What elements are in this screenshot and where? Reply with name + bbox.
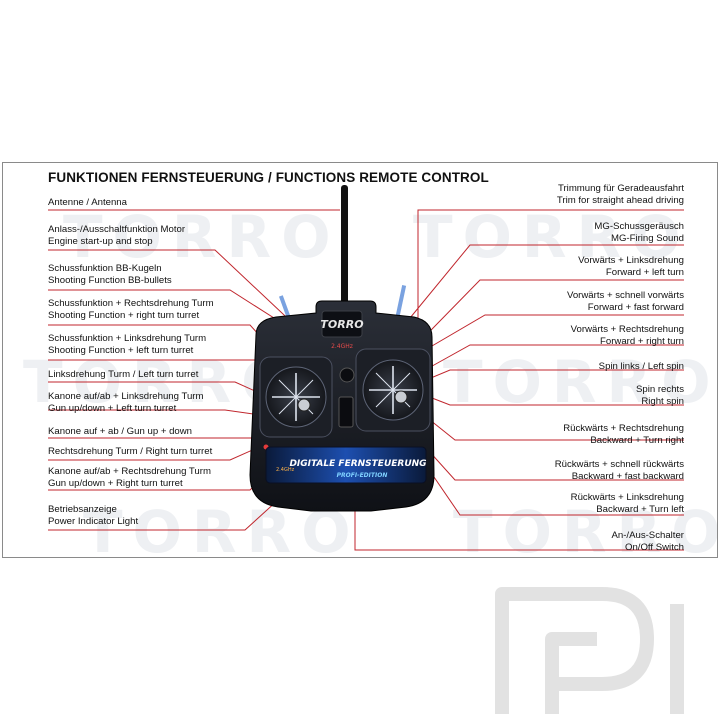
leader-bb (48, 289, 286, 326)
page-title: FUNKTIONEN FERNSTEUERUNG / FUNCTIONS REM… (48, 170, 489, 185)
onoff-switch-graphic (338, 396, 354, 428)
leader-gun-left (48, 409, 261, 416)
watermark-top: TORRO (63, 203, 341, 271)
brand-badge (321, 310, 363, 338)
leader-spin-right (431, 397, 684, 406)
label-right-turn: Rechtsdrehung Turm / Right turn turret (48, 446, 213, 457)
center-button (339, 367, 355, 383)
label-gun-updown: Kanone auf + ab / Gun up + down (48, 426, 193, 437)
display-main-text: DIGITALE FERNSTEUERUNG (289, 459, 426, 469)
right-stick-knob (394, 390, 408, 404)
leader-trim (417, 209, 684, 318)
antenna (341, 185, 348, 315)
display-sub-text: PROFI-EDITION (337, 472, 388, 479)
frequency-label: 2.4GHz (331, 343, 353, 350)
brand-logo: TORRO (320, 318, 363, 331)
label-left-turn: Linksdrehung Turm / Left turn turret (48, 369, 199, 380)
display-band-label: 2.4GHz (276, 467, 295, 473)
watermark-bottom-right: TORRO (453, 498, 718, 558)
leader-mg (409, 244, 684, 319)
corner-logo-mark (495, 587, 684, 714)
left-stick-knob (297, 398, 311, 412)
label-antenna: Antenne / Antenna (48, 197, 127, 208)
display-stripe (265, 446, 427, 484)
diagram-panel: TORRO TORRO TORRO TORRO TORRO TORRO (2, 162, 718, 558)
leader-back-right (429, 419, 684, 441)
leader-engine (48, 249, 301, 331)
label-spin-left: Spin links / Left spin (598, 361, 684, 372)
leader-fwd-right (424, 344, 684, 371)
leader-fwd-fast (407, 314, 684, 361)
remote-control-illustration: TORRO 2.4GHz 2.4GHz DIGITALE FERNSTEUERU… (249, 185, 435, 512)
